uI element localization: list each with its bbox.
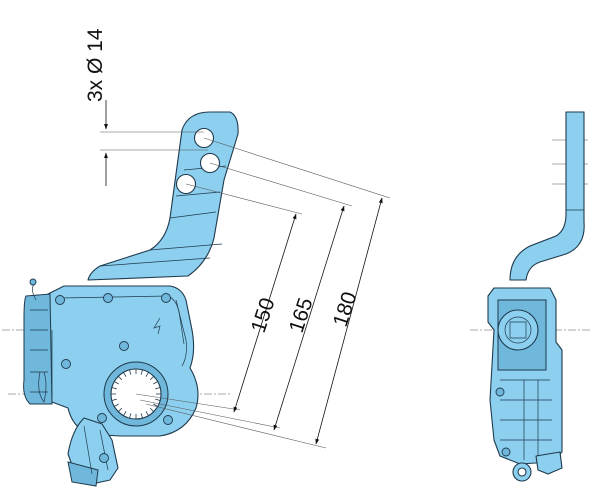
spline-tooth [123,411,127,416]
spline-tooth [155,387,161,390]
spline-tooth [118,376,123,381]
spline-tooth [129,369,132,375]
release-lever [67,417,119,487]
bolt [61,359,71,369]
bolt [161,293,171,303]
spline-tooth [114,381,119,385]
spline-tooth [129,413,132,419]
spline-tooth [145,372,149,377]
upper-arm [87,111,239,281]
dimension-label-165: 165 [285,295,318,335]
spline-tooth [153,381,158,385]
bolt [103,293,113,303]
spline-tooth [118,407,123,412]
spline-tooth [140,369,143,375]
front-view: 150 165 180 3x Ø 14 [2,28,391,487]
spline-tooth [155,398,161,401]
spline-tooth [111,387,117,390]
side-bolt [495,387,505,397]
spline-tooth [123,372,127,377]
dimension-label-180: 180 [329,289,362,329]
dimension-label-150: 150 [247,295,280,335]
lever-bolt [99,453,109,463]
side-hub [497,309,539,351]
spline-tooth [114,403,119,407]
side-bolt [501,447,511,457]
spline-tooth [149,407,154,412]
spline-teeth [111,369,161,419]
spline-tooth [153,403,158,407]
bolt [97,413,107,423]
extension-line [203,137,391,199]
side-lever [535,451,563,475]
grease-nipple [29,278,37,286]
extension-line [209,162,353,207]
side-pin-hole [517,467,527,477]
spline-tooth [145,411,149,416]
extension-line [139,399,281,429]
bolt [119,341,129,351]
dimension-line-180 [315,197,383,445]
spline-tooth [111,398,117,401]
bolt [55,295,65,305]
extension-line [135,393,241,411]
hole-spec-label: 3x Ø 14 [84,28,107,102]
spline-tooth [149,376,154,381]
spline-tooth [140,413,143,419]
side-arm [509,111,585,281]
extension-line [145,403,327,449]
bolt [163,415,173,425]
side-view [470,111,590,482]
